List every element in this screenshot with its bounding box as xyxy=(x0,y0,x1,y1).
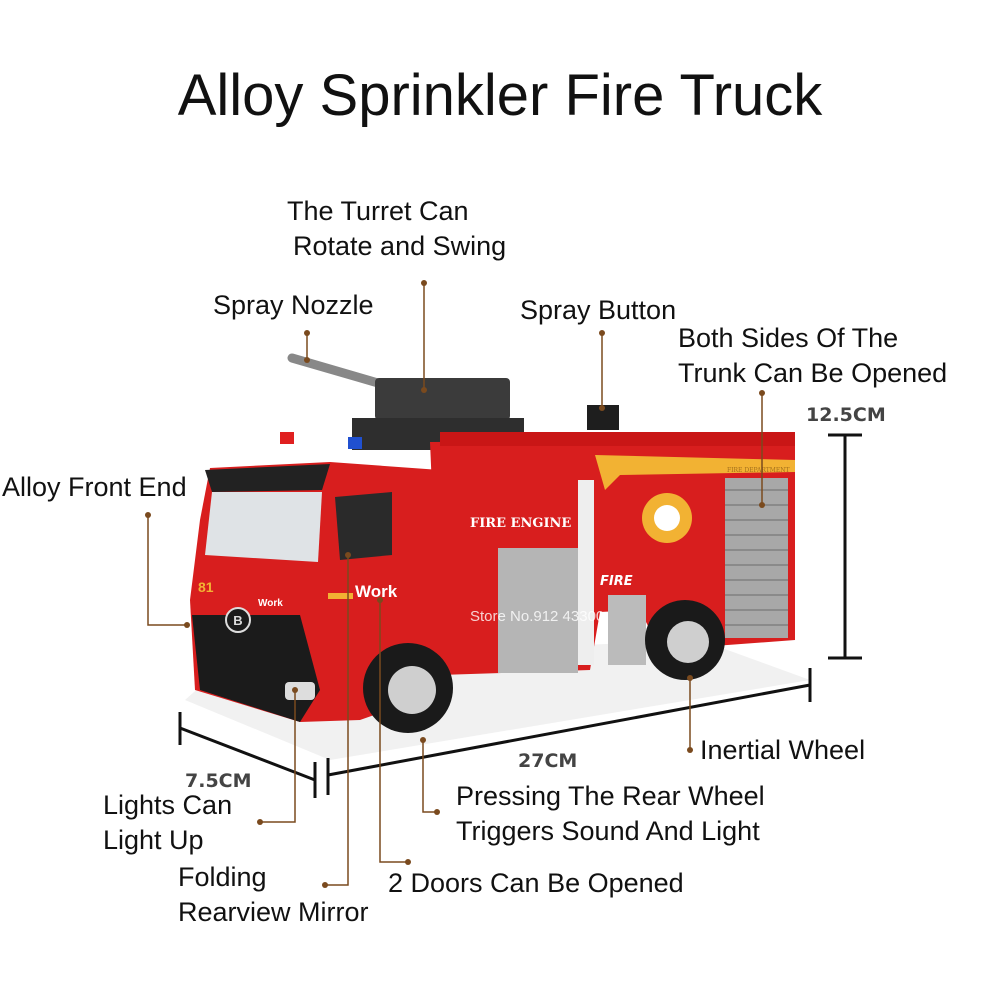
page-title: Alloy Sprinkler Fire Truck xyxy=(177,63,823,128)
label-spray-nozzle: Spray Nozzle xyxy=(213,290,374,320)
fire-text: FIRE xyxy=(600,574,633,589)
dimension-height: 12.5CM xyxy=(806,404,886,426)
fire-engine-text: FIRE ENGINE xyxy=(470,516,571,531)
label-lights-line2: Light Up xyxy=(103,825,204,855)
red-beacon xyxy=(280,432,294,444)
label-front-end: Alloy Front End xyxy=(2,472,187,502)
watermark: Store No.912 43300 xyxy=(470,608,604,625)
dimension-width: 7.5CM xyxy=(185,770,252,792)
headlight xyxy=(285,682,315,700)
blue-beacon xyxy=(348,437,362,449)
rear-wheel xyxy=(645,600,725,680)
label-turret-line2: Rotate and Swing xyxy=(293,231,507,261)
front-wheel xyxy=(363,643,453,733)
label-doors: 2 Doors Can Be Opened xyxy=(388,868,684,898)
label-rear-wheel-line1: Pressing The Rear Wheel xyxy=(456,781,765,811)
leader-dots xyxy=(145,280,765,888)
windshield xyxy=(205,492,322,562)
label-trunk-line2: Trunk Can Be Opened xyxy=(678,358,948,388)
label-rear-wheel-line2: Triggers Sound And Light xyxy=(456,816,760,846)
leader-lines xyxy=(147,283,763,886)
label-trunk-line1: Both Sides Of The xyxy=(678,323,899,353)
yellow-stripe xyxy=(595,455,795,490)
label-mirror-line2: Rearview Mirror xyxy=(178,897,369,927)
pump-panel xyxy=(498,548,578,673)
dimension-length: 27CM xyxy=(518,750,578,772)
badge-letter: B xyxy=(233,613,242,628)
label-lights-line1: Lights Can xyxy=(103,790,233,820)
side-window xyxy=(335,492,392,560)
label-inertial-wheel: Inertial Wheel xyxy=(700,735,866,765)
label-mirror-line1: Folding xyxy=(178,862,267,892)
work-text: Work xyxy=(355,582,398,601)
label-turret-line1: The Turret Can xyxy=(287,196,469,226)
work-small-text: Work xyxy=(258,598,283,609)
department-text: FIRE DEPARTMENT xyxy=(727,467,790,474)
dimension-lines xyxy=(178,433,862,798)
label-spray-button: Spray Button xyxy=(520,295,677,325)
roller-shutter xyxy=(725,478,788,638)
number-81: 81 xyxy=(198,579,214,595)
